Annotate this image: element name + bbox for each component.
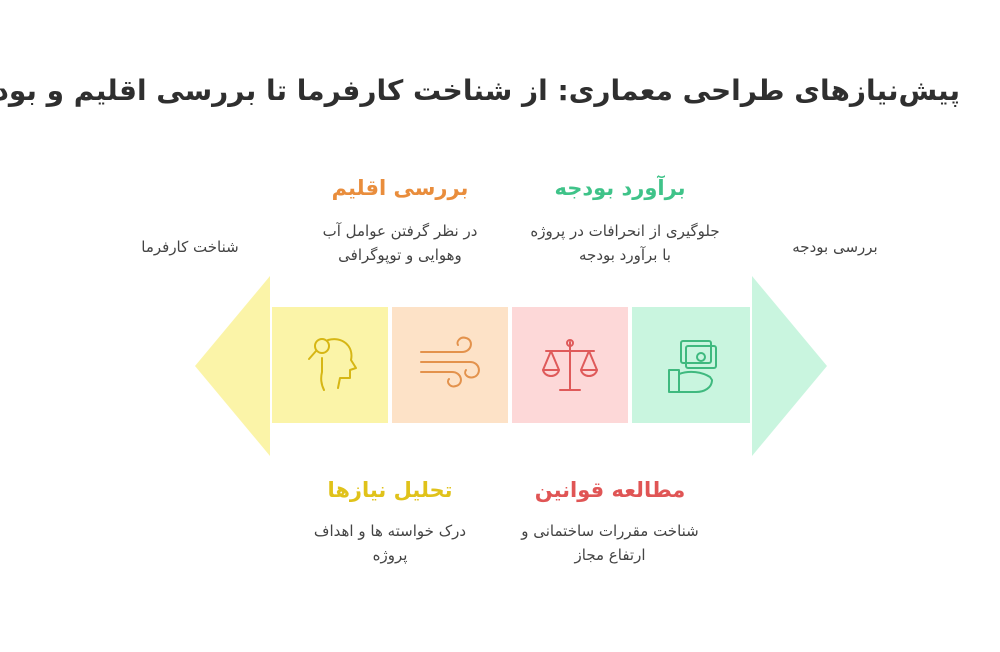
budget-heading: برآورد بودجه	[554, 176, 686, 200]
left-arrow-head	[195, 276, 270, 456]
right-arrow-head	[752, 276, 827, 456]
climate-block	[392, 307, 508, 423]
needs-analysis-block	[272, 307, 388, 423]
regulations-description: شناخت مقررات ساختمانی و ارتفاع مجاز	[521, 522, 699, 564]
needs-analysis-description: درک خواسته ها و اهداف پروژه	[313, 522, 467, 564]
page-title: پیش‌نیازهای طراحی معماری: از شناخت کارفر…	[0, 74, 960, 107]
budget-description: جلوگیری از انحرافات در پروژه با برآورد ب…	[530, 222, 720, 264]
needs-analysis-heading: تحلیل نیازها	[327, 478, 453, 502]
regulations-heading: مطالعه قوانین	[534, 478, 686, 502]
left-end-label: شناخت کارفرما	[141, 238, 239, 256]
budget-block	[632, 307, 750, 423]
person-search-icon	[308, 338, 357, 391]
wind-icon	[420, 336, 480, 388]
money-hand-icon	[668, 340, 717, 393]
scales-icon	[542, 339, 598, 391]
climate-heading: بررسی اقلیم	[331, 176, 469, 200]
climate-description: در نظر گرفتن عوامل آب وهوایی و توپوگرافی	[322, 222, 478, 264]
right-end-label: بررسی بودجه	[792, 238, 878, 256]
